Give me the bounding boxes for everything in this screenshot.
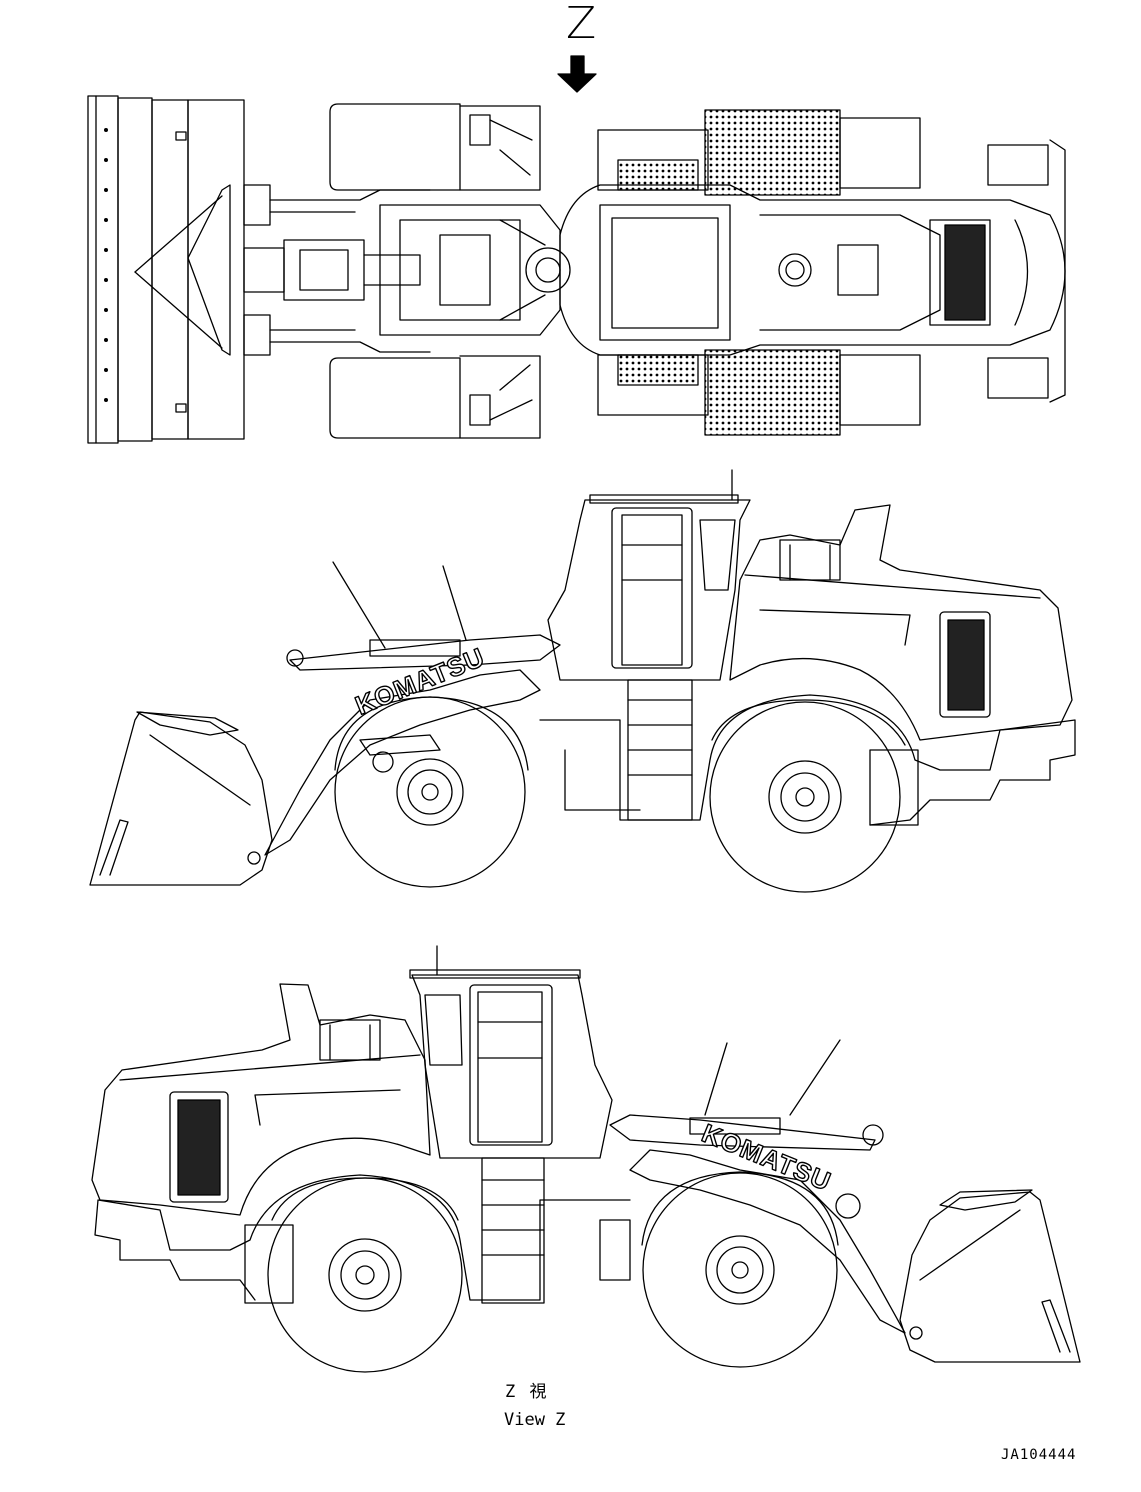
lift-arm-side-2 bbox=[609, 1114, 906, 1334]
front-tire-top-left bbox=[329, 103, 541, 191]
rear-wheel-side-2 bbox=[267, 1177, 463, 1373]
leader-line bbox=[442, 565, 467, 641]
front-wheel-side-1 bbox=[334, 696, 529, 888]
side-view-right: KOMATSU bbox=[91, 945, 1081, 1373]
leader-line bbox=[789, 1039, 841, 1116]
hood-side-1 bbox=[729, 504, 1073, 741]
cab-side-1 bbox=[547, 494, 751, 681]
chassis-side-2 bbox=[94, 1157, 631, 1304]
view-arrow-icon bbox=[557, 55, 597, 93]
brand-decal: KOMATSU bbox=[351, 642, 489, 721]
view-caption-jp: Z 視 bbox=[505, 1382, 549, 1402]
front-wheel-side-2 bbox=[641, 1171, 839, 1368]
lift-arm-side-1 bbox=[264, 634, 561, 856]
hood-side-2 bbox=[91, 983, 431, 1216]
side-view-left: KOMATSU bbox=[89, 469, 1076, 893]
bucket-side-1 bbox=[89, 711, 273, 886]
chassis-side-1 bbox=[539, 679, 1076, 826]
view-marker-label: Z bbox=[566, 0, 597, 49]
bucket-top bbox=[87, 95, 245, 444]
front-tire-top-right bbox=[329, 355, 541, 439]
drawing-number: JA104444 bbox=[1001, 1447, 1077, 1463]
front-frame-top bbox=[379, 204, 571, 336]
brand-decal: KOMATSU bbox=[698, 1118, 836, 1197]
top-view bbox=[87, 95, 1066, 444]
rear-body-top bbox=[559, 109, 1066, 436]
leader-line bbox=[332, 561, 386, 649]
view-caption-en: View Z bbox=[504, 1410, 566, 1430]
bucket-side-2 bbox=[899, 1189, 1081, 1363]
leader-line bbox=[704, 1042, 728, 1116]
rear-wheel-side-1 bbox=[709, 699, 906, 893]
lift-arms-top bbox=[243, 184, 431, 356]
cab-side-2 bbox=[409, 969, 613, 1159]
